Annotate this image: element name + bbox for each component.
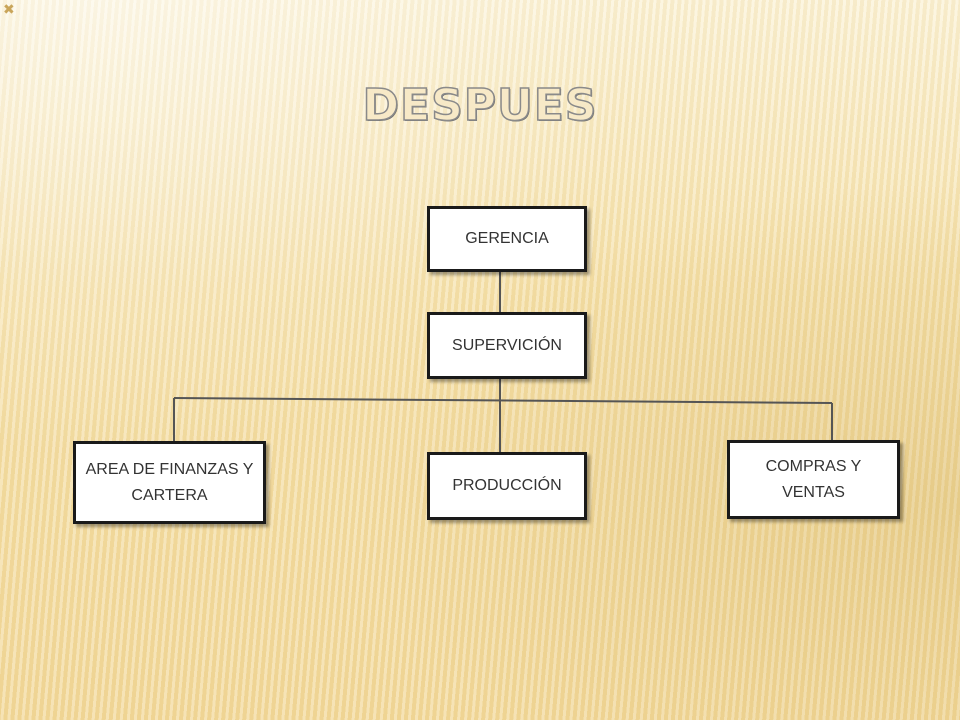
node-gerencia: GERENCIA bbox=[427, 206, 587, 272]
node-supervicion: SUPERVICIÓN bbox=[427, 312, 587, 379]
node-supervicion-label: SUPERVICIÓN bbox=[452, 336, 562, 354]
node-produccion: PRODUCCIÓN bbox=[427, 452, 587, 520]
node-compras: COMPRAS Y VENTAS bbox=[727, 440, 900, 519]
node-gerencia-label: GERENCIA bbox=[465, 230, 549, 247]
node-finanzas: AREA DE FINANZAS Y CARTERA bbox=[73, 441, 266, 524]
node-compras-label: COMPRAS Y VENTAS bbox=[765, 457, 862, 501]
node-produccion-label: PRODUCCIÓN bbox=[452, 477, 562, 494]
node-finanzas-label: AREA DE FINANZAS Y CARTERA bbox=[85, 460, 254, 504]
connector-horizontal-bar bbox=[173, 397, 833, 404]
slide-title: DESPUES bbox=[362, 79, 598, 132]
corner-bullet-icon: ✖ bbox=[3, 2, 15, 18]
